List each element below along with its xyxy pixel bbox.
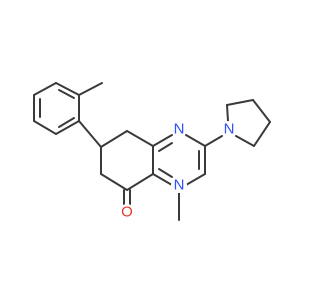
- atom-n3: N: [171, 177, 187, 194]
- bond: [185, 173, 206, 186]
- bond: [152, 173, 173, 186]
- bonds: [33, 82, 271, 221]
- bond: [204, 135, 223, 147]
- bond: [185, 134, 206, 147]
- bond: [253, 121, 271, 147]
- atom-label-nitrogen: N: [174, 177, 185, 194]
- atom-label-oxygen: O: [121, 204, 133, 221]
- bond-double-inner: [58, 89, 75, 99]
- bond: [226, 104, 229, 122]
- bond: [55, 82, 80, 96]
- bond: [100, 173, 128, 191]
- bond: [78, 82, 103, 96]
- bond: [55, 120, 80, 135]
- bond: [126, 130, 154, 147]
- atom-label-nitrogen: N: [224, 121, 235, 138]
- atom-n1: N: [171, 121, 187, 138]
- bond-double-inner: [158, 142, 173, 152]
- bond: [252, 99, 271, 123]
- bond: [235, 135, 255, 147]
- bond: [78, 120, 102, 148]
- atom-label-nitrogen: N: [174, 121, 185, 138]
- bond: [152, 134, 173, 147]
- atom-o-carbonyl: O: [119, 204, 135, 221]
- structural-formula: N N N O: [33, 82, 271, 221]
- atom-n-pyrrolidine: N: [221, 121, 237, 138]
- bond-double-inner: [158, 168, 173, 178]
- bond: [126, 173, 154, 191]
- bond: [33, 82, 57, 96]
- bond: [100, 130, 128, 148]
- bond: [33, 120, 57, 135]
- bond: [226, 99, 254, 106]
- atom-labels: N N N O: [119, 121, 237, 221]
- bond-double-inner: [58, 117, 75, 128]
